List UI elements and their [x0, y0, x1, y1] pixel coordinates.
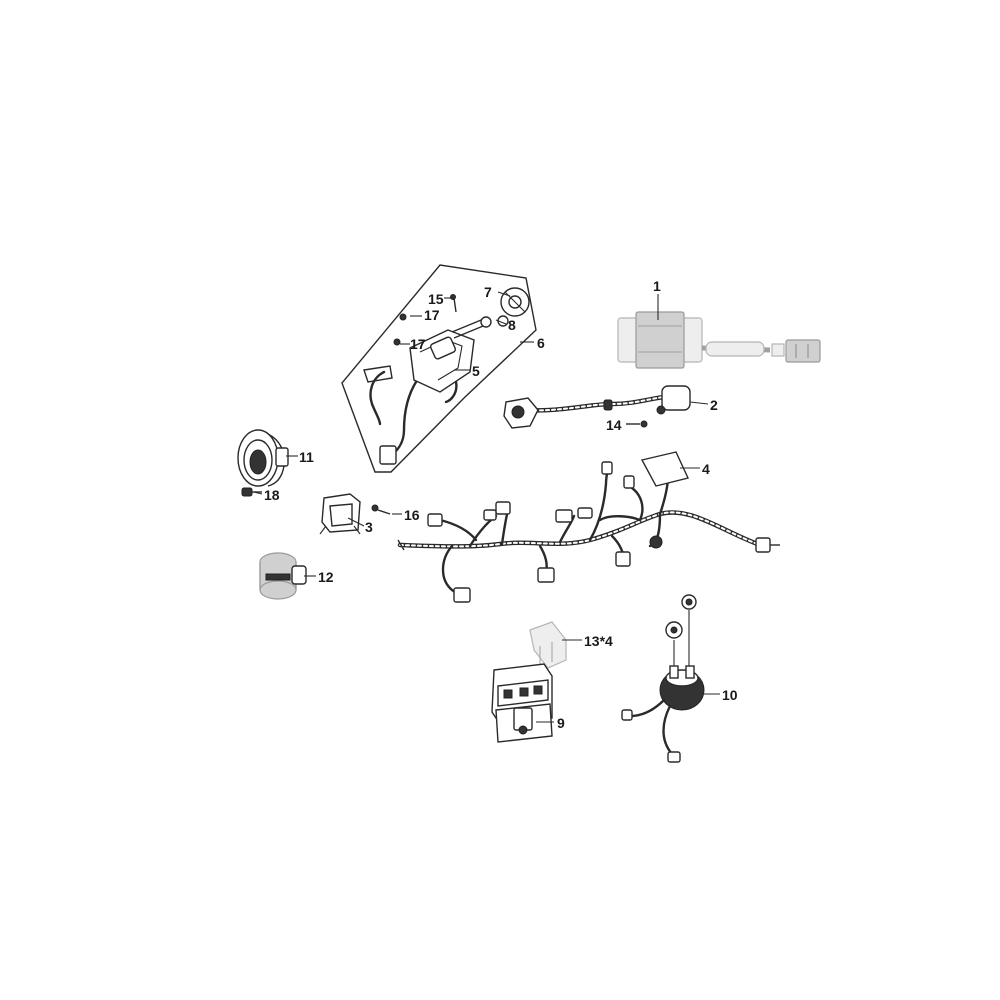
part-3-relay — [319, 493, 361, 535]
callout-1: 1 — [653, 278, 661, 294]
callout-9: 9 — [557, 715, 565, 731]
part-11-horn — [237, 429, 289, 487]
part-4-wiring-harness — [397, 451, 780, 603]
callout-17-lower: 17 — [410, 336, 426, 352]
callout-14: 14 — [606, 417, 622, 433]
part-7-cap — [500, 287, 530, 317]
callout-3: 3 — [365, 519, 373, 535]
callout-15: 15 — [428, 291, 444, 307]
part-18-bolt — [241, 487, 262, 497]
part-1-module — [617, 311, 821, 369]
callout-labels: 1 2 3 4 5 6 7 8 9 10 11 12 13*4 14 15 16… — [264, 278, 738, 731]
callout-6: 6 — [537, 335, 545, 351]
callout-11: 11 — [299, 449, 314, 465]
part-2-sensor-cable — [503, 385, 691, 429]
callout-7: 7 — [484, 284, 492, 300]
callout-8: 8 — [508, 317, 516, 333]
callout-12: 12 — [318, 569, 334, 585]
callout-4: 4 — [702, 461, 710, 477]
callout-18: 18 — [264, 487, 280, 503]
callout-10: 10 — [722, 687, 738, 703]
part-5-switch-assembly — [363, 313, 492, 465]
part-16-screw — [371, 504, 391, 515]
part-15-pin — [450, 294, 457, 313]
callout-5: 5 — [472, 363, 480, 379]
leader-lines — [253, 291, 720, 723]
callout-16: 16 — [404, 507, 420, 523]
part-10-starter-relay — [621, 594, 705, 763]
callout-13: 13*4 — [584, 633, 613, 649]
part-14-screw — [626, 420, 648, 428]
part-12-battery — [259, 552, 307, 600]
part-6-group-outline — [341, 264, 537, 473]
part-13-fuse — [529, 621, 567, 669]
callout-2: 2 — [710, 397, 718, 413]
callout-17-upper: 17 — [424, 307, 440, 323]
part-9-regulator — [491, 663, 553, 743]
